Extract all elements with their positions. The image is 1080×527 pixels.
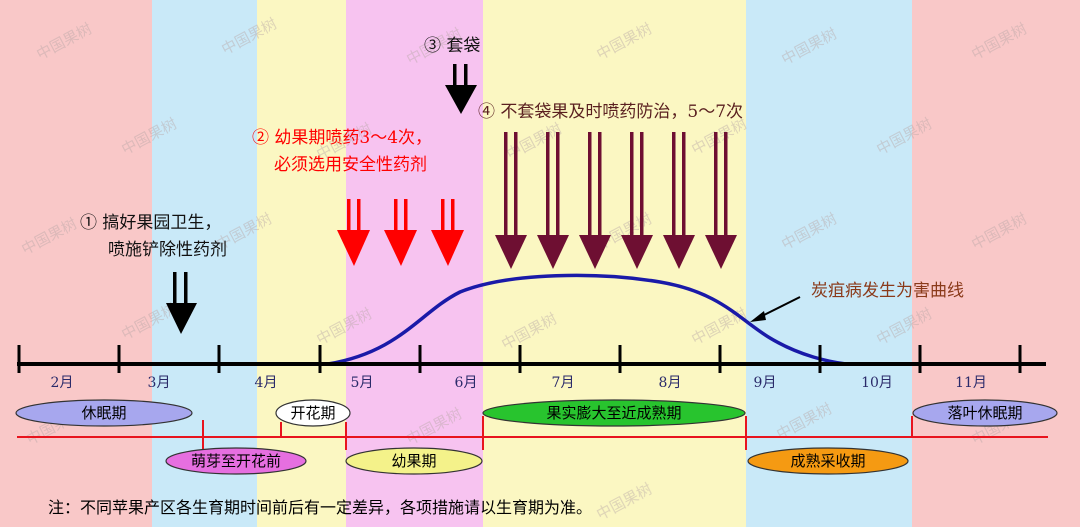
red-arrow (337, 199, 370, 266)
month-axis (17, 345, 1046, 373)
month-label: 9月 (754, 375, 777, 391)
annotation-sanitation-line2: 喷施铲除性药剂 (108, 240, 227, 260)
month-label: 3月 (148, 375, 171, 391)
band-leaf-fall (912, 0, 1080, 527)
maroon-arrow (495, 132, 527, 269)
maroon-arrows-spray (495, 132, 737, 269)
month-label: 11月 (955, 375, 987, 391)
maroon-arrow (705, 132, 737, 269)
oval-dormant (15, 399, 193, 427)
annotation-sanitation-line1: ① 搞好果园卫生， (80, 213, 221, 233)
annotation-sanitation: ① 搞好果园卫生， 喷施铲除性药剂 (80, 213, 227, 260)
month-label: 6月 (455, 375, 478, 391)
month-labels: 2月 3月 4月 5月 6月 7月 8月 9月 10月 11月 (51, 375, 987, 391)
footnote: 注：不同苹果产区各生育期时间前后有一定差异，各项措施请以生育期为准。 (48, 498, 592, 517)
maroon-arrow (537, 132, 569, 269)
oval-sprouting (165, 447, 307, 475)
oval-young-fruit (345, 447, 483, 475)
annotation-bagging: ③ 套袋 (424, 36, 480, 56)
month-label: 5月 (351, 375, 374, 391)
annotation-unbagged-spray: ④ 不套袋果及时喷药防治，5～7次 (478, 102, 743, 122)
maroon-arrow (579, 132, 611, 269)
stage-label-flowering: 开花期 (290, 404, 335, 422)
arrow-sanitation (166, 272, 197, 334)
month-label: 10月 (861, 375, 893, 391)
month-label: 4月 (255, 375, 278, 391)
stage-ovals-top (15, 399, 1058, 427)
red-arrows-young-fruit (337, 199, 464, 266)
stage-timeline (17, 416, 1048, 450)
stage-label-young-fruit: 幼果期 (391, 452, 436, 470)
stage-label-sprouting: 萌芽至开花前 (191, 452, 281, 470)
oval-flowering (275, 399, 351, 427)
maroon-arrow (663, 132, 695, 269)
annotation-young-fruit-line2: 必须选用安全性药剂 (274, 155, 427, 175)
band-harvest (746, 0, 912, 527)
curve-label-pointer (750, 296, 801, 322)
band-flower (257, 0, 346, 527)
red-arrow (384, 199, 417, 266)
stage-label-fruit-expansion: 果实膨大至近成熟期 (546, 404, 681, 422)
month-label: 7月 (552, 375, 575, 391)
band-winter (0, 0, 152, 527)
arrow-bagging (445, 64, 477, 114)
annotation-young-fruit-spray: ② 幼果期喷药3～4次， 必须选用安全性药剂 (252, 128, 432, 175)
stage-labels: 休眠期 开花期 果实膨大至近成熟期 落叶休眠期 萌芽至开花前 幼果期 成熟采收期 (81, 404, 1022, 470)
disease-curve (327, 273, 847, 366)
stage-label-dormant: 休眠期 (81, 404, 126, 422)
stage-ovals-bottom (165, 447, 909, 475)
band-sprout (152, 0, 257, 527)
curve-label: 炭疽病发生为害曲线 (811, 281, 964, 301)
month-label: 8月 (659, 375, 682, 391)
oval-leaf-fall (912, 399, 1058, 427)
stage-label-leaf-fall: 落叶休眠期 (947, 404, 1022, 422)
month-label: 2月 (51, 375, 74, 391)
oval-harvest (747, 447, 909, 475)
annotation-young-fruit-line1: ② 幼果期喷药3～4次， (252, 128, 432, 148)
stage-label-harvest: 成熟采收期 (790, 452, 865, 470)
maroon-arrow (621, 132, 653, 269)
band-fruit-expansion (483, 0, 746, 527)
oval-fruit-expansion (482, 399, 746, 427)
red-arrow (431, 199, 464, 266)
